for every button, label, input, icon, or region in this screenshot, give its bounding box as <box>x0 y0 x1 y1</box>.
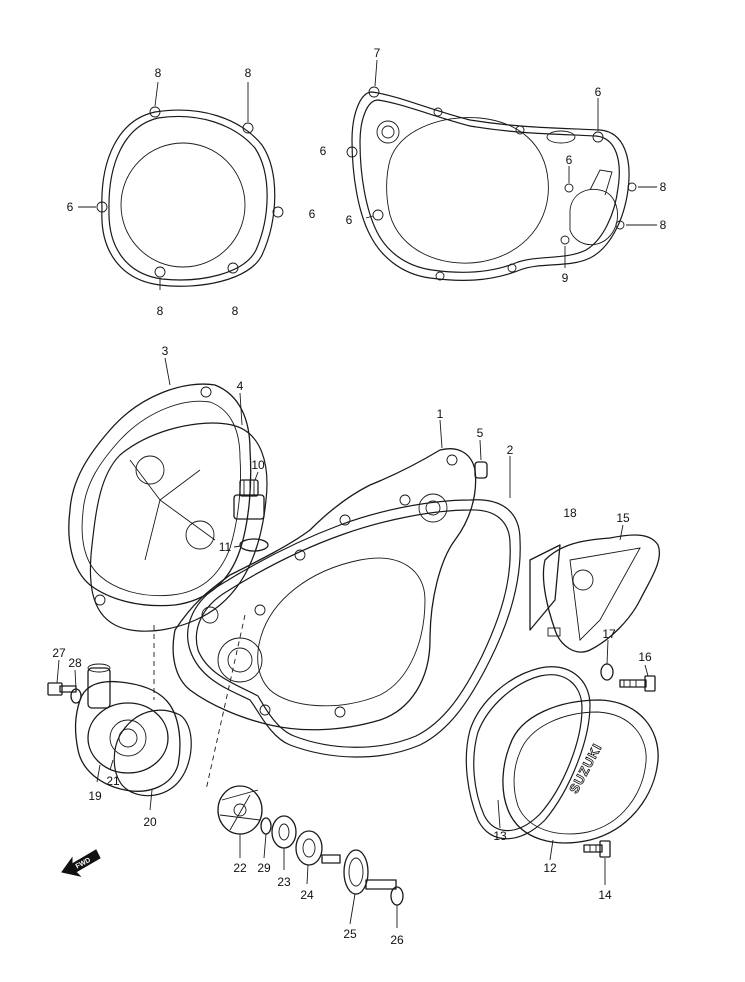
callout-23: 23 <box>277 875 291 889</box>
callout-25: 25 <box>343 927 357 941</box>
clutch-cover-o-ring <box>89 422 268 632</box>
callout-10: 10 <box>251 458 265 472</box>
callout-6: 6 <box>346 213 353 227</box>
magneto-cover-gasket <box>465 666 591 840</box>
washer-29 <box>260 817 272 835</box>
callout-1: 1 <box>437 407 444 421</box>
callout-6: 6 <box>595 85 602 99</box>
callout-8: 8 <box>245 66 252 80</box>
callout-11: 11 <box>219 540 232 554</box>
callout-2: 2 <box>507 443 514 457</box>
callout-5: 5 <box>477 426 484 440</box>
oil-seal <box>271 815 297 849</box>
callout-13: 13 <box>493 829 507 843</box>
water-pump-gasket <box>113 709 192 797</box>
callout-4: 4 <box>237 379 244 393</box>
callout-29: 29 <box>257 861 271 875</box>
bolt-14 <box>583 840 611 858</box>
callout-7: 7 <box>374 46 381 60</box>
callout-24: 24 <box>300 888 314 902</box>
oil-filler-plug <box>233 479 265 520</box>
clutch-cover-outline <box>68 383 252 607</box>
callout-26: 26 <box>390 933 404 947</box>
suzuki-logo-text: SUZUKI <box>566 741 605 796</box>
crankcase-cover-outline <box>172 448 477 731</box>
callout-6: 6 <box>67 200 74 214</box>
callout-9: 9 <box>562 271 569 285</box>
crankcase-gasket-outline <box>346 86 637 281</box>
water-pump-o-ring <box>87 702 169 774</box>
callout-28: 28 <box>68 656 82 670</box>
crankcase-cover-gasket <box>187 499 521 758</box>
oil-plug-o-ring <box>239 538 269 552</box>
fwd-arrow-icon: FWD <box>61 849 101 877</box>
magneto-cover: SUZUKI <box>502 699 659 844</box>
water-pump-impeller <box>217 785 263 835</box>
sprocket-cover <box>529 534 661 653</box>
washer-17 <box>600 663 614 681</box>
callout-8: 8 <box>155 66 162 80</box>
callout-8: 8 <box>660 218 667 232</box>
callout-8: 8 <box>232 304 239 318</box>
clutch-cover-gasket-outline <box>96 106 284 287</box>
bearing <box>295 830 323 866</box>
water-pump-housing <box>74 663 181 792</box>
washer-26 <box>390 886 404 906</box>
callout-21: 21 <box>106 774 120 788</box>
callout-8: 8 <box>157 304 164 318</box>
bolt-16 <box>619 675 656 692</box>
dowel-pin <box>474 461 488 479</box>
callout-18: 18 <box>563 506 577 520</box>
pump-shaft-gear <box>321 849 397 895</box>
callout-22: 22 <box>233 861 247 875</box>
callout-6: 6 <box>309 207 316 221</box>
callout-8: 8 <box>660 180 667 194</box>
callout-20: 20 <box>143 815 157 829</box>
callout-6: 6 <box>320 144 327 158</box>
callout-27: 27 <box>52 646 66 660</box>
callout-6: 6 <box>566 153 573 167</box>
fwd-label: FWD <box>75 857 92 871</box>
callout-19: 19 <box>88 789 102 803</box>
callout-15: 15 <box>616 511 630 525</box>
callout-17: 17 <box>602 627 616 641</box>
callout-14: 14 <box>598 888 612 902</box>
callout-16: 16 <box>638 650 652 664</box>
callout-3: 3 <box>162 344 169 358</box>
callout-12: 12 <box>543 861 557 875</box>
